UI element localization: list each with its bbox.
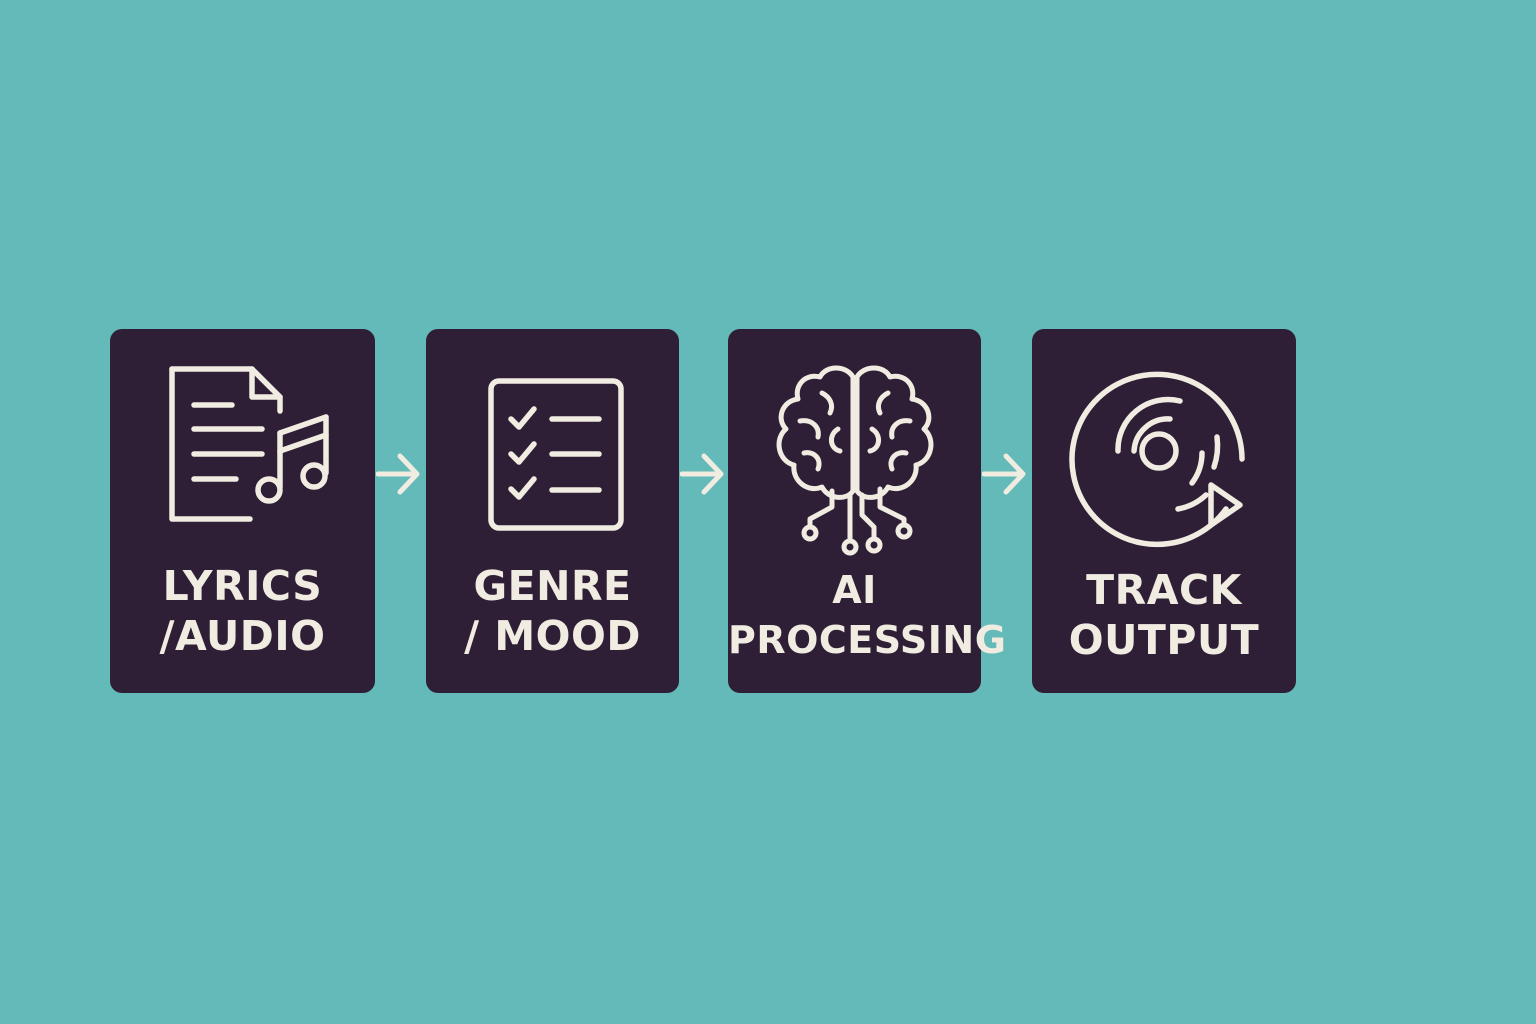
step-label: GENRE / MOOD — [426, 561, 679, 661]
step-label-line-1: GENRE — [473, 562, 632, 610]
arrow-right-icon — [981, 452, 1028, 496]
lyrics-document-music-note-icon — [110, 359, 375, 564]
step-label-line-2: PROCESSING — [728, 618, 1007, 662]
step-label-line-1: LYRICS — [162, 562, 323, 610]
step-label-line-2: OUTPUT — [1068, 616, 1260, 664]
step-label-line-2: / MOOD — [464, 612, 641, 660]
step-label: AI PROCESSING — [728, 565, 1007, 665]
checklist-icon — [426, 359, 679, 564]
step-label-line-1: AI — [832, 568, 877, 612]
brain-circuit-icon — [728, 359, 981, 564]
step-label-line-1: TRACK — [1086, 566, 1242, 614]
step-ai-processing: AI PROCESSING — [728, 329, 1007, 693]
step-label: TRACK OUTPUT — [1032, 565, 1296, 665]
step-genre-mood: GENRE / MOOD — [426, 329, 679, 693]
step-label-line-2: /AUDIO — [159, 612, 326, 660]
arrow-right-icon — [375, 452, 422, 496]
step-lyrics-audio: LYRICS /AUDIO — [110, 329, 375, 693]
arrow-right-icon — [679, 452, 726, 496]
step-track-output: TRACK OUTPUT — [1032, 329, 1296, 693]
disc-play-icon — [1032, 359, 1296, 564]
step-label: LYRICS /AUDIO — [110, 561, 375, 661]
